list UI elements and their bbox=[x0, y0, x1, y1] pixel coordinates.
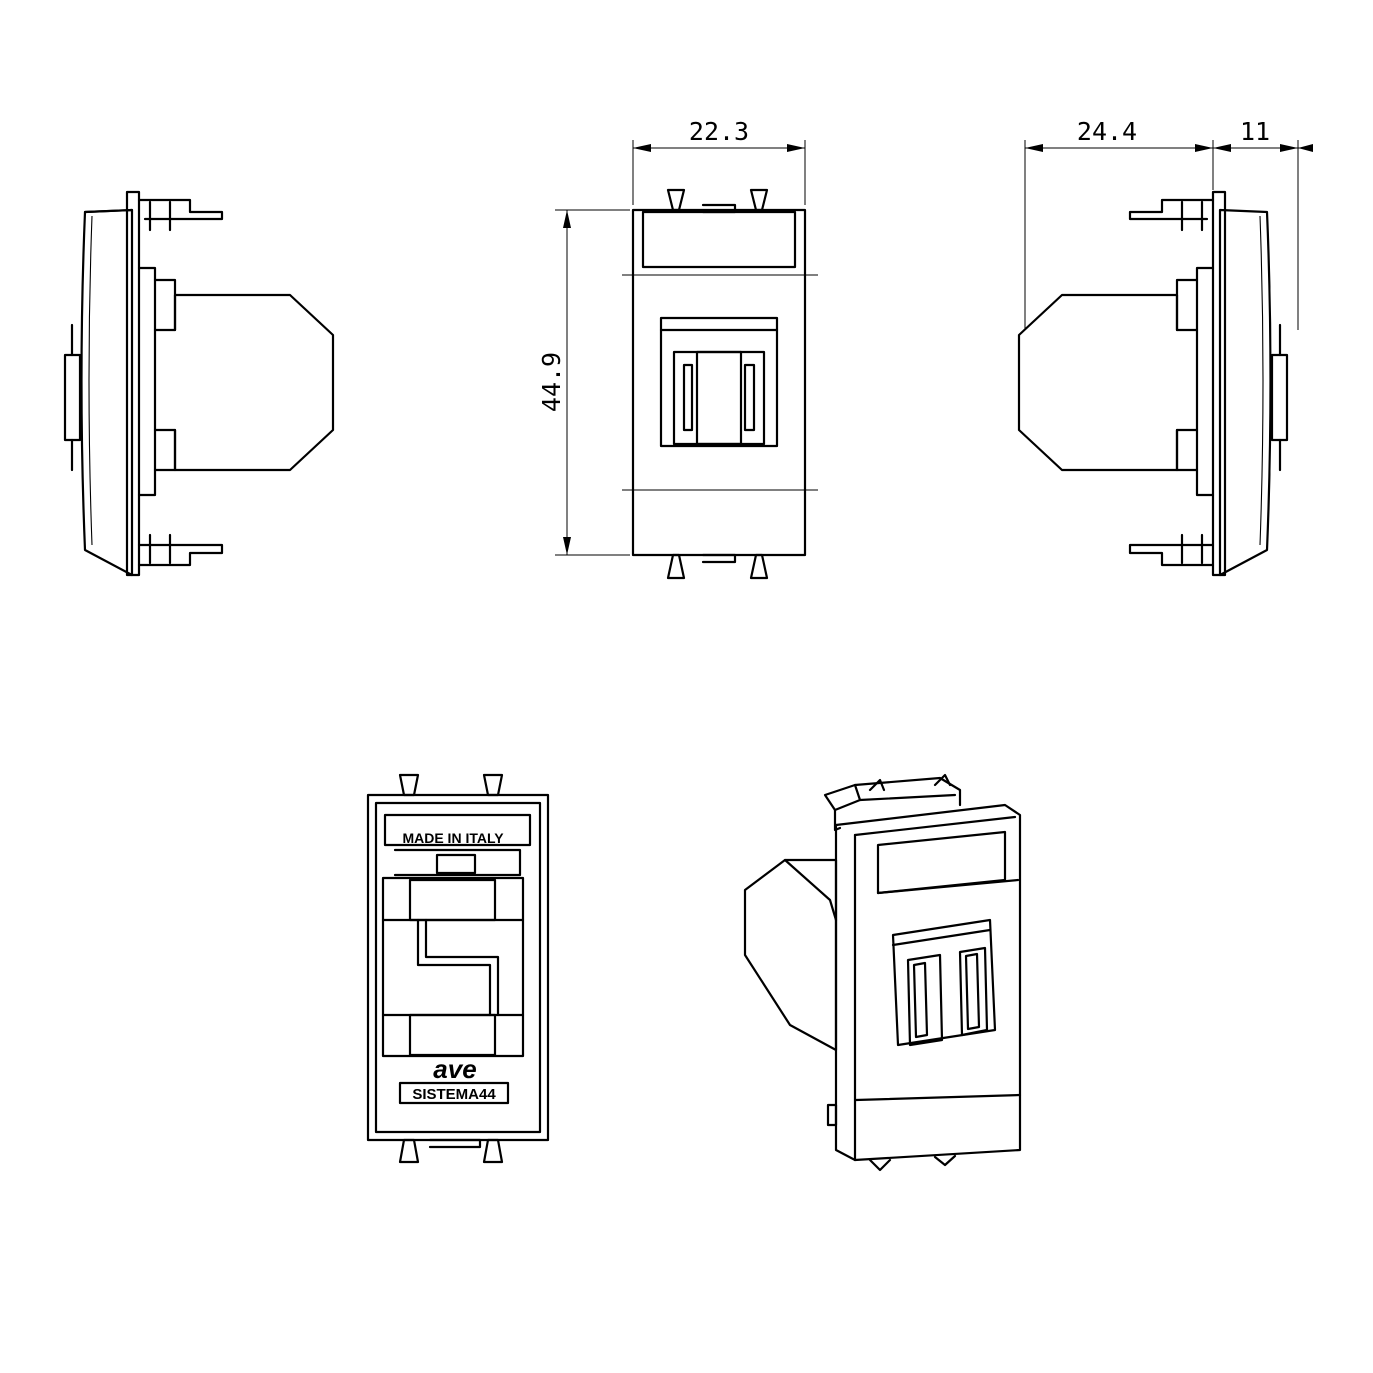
dimension-front-height: 44.9 bbox=[537, 209, 630, 556]
made-in-label: MADE IN ITALY bbox=[402, 830, 504, 846]
dimension-label-height: 44.9 bbox=[537, 352, 566, 412]
dimension-label-width: 22.3 bbox=[689, 117, 749, 146]
dimension-label-depth: 24.4 bbox=[1077, 117, 1137, 146]
dimension-side-depth: 24.4 11 bbox=[1024, 117, 1313, 330]
right-side-view bbox=[1017, 190, 1289, 577]
front-view bbox=[622, 188, 818, 580]
brand-label: ave bbox=[433, 1054, 476, 1084]
isometric-view bbox=[743, 773, 1022, 1172]
dimension-label-plate-depth: 11 bbox=[1240, 117, 1270, 146]
rear-view: MADE IN ITALY ave SISTEMA44 bbox=[366, 773, 550, 1164]
series-label: SISTEMA44 bbox=[412, 1086, 496, 1103]
left-side-view bbox=[63, 190, 335, 577]
dimension-front-width: 22.3 bbox=[632, 117, 806, 205]
